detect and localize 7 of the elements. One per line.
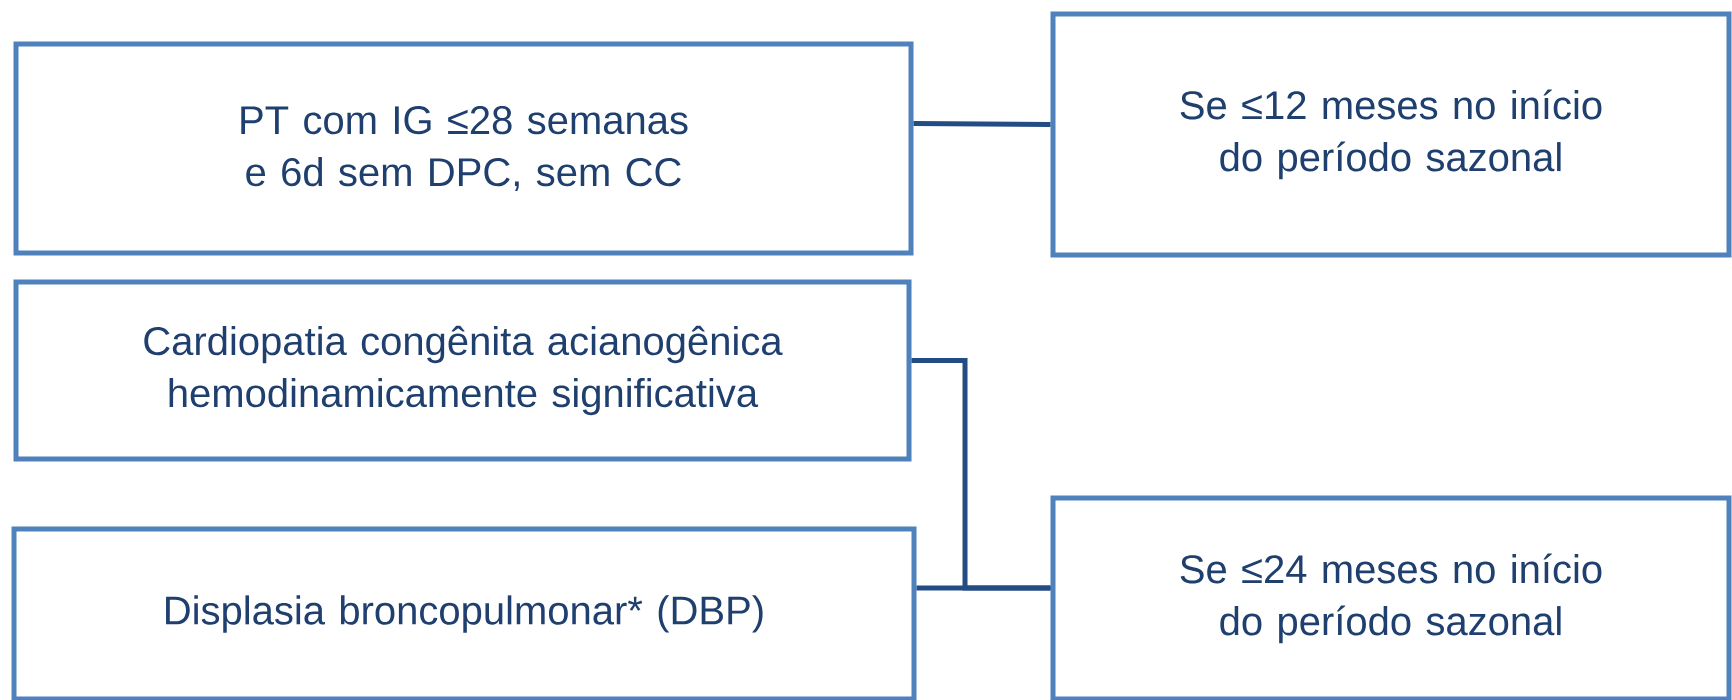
connector-line (913, 121, 1051, 127)
text-box: Se ≤24 meses no início do período sazonal (1050, 495, 1732, 700)
text-box: Se ≤12 meses no início do período sazonal (1050, 11, 1732, 258)
connector-line (916, 585, 1051, 591)
text-box: PT com IG ≤28 semanas e 6d sem DPC, sem CC (13, 41, 914, 256)
text-box: Displasia broncopulmonar* (DBP) (11, 526, 917, 700)
text-box: Cardiopatia congênita acianogênica hemodinamicamente significativa (13, 279, 912, 462)
